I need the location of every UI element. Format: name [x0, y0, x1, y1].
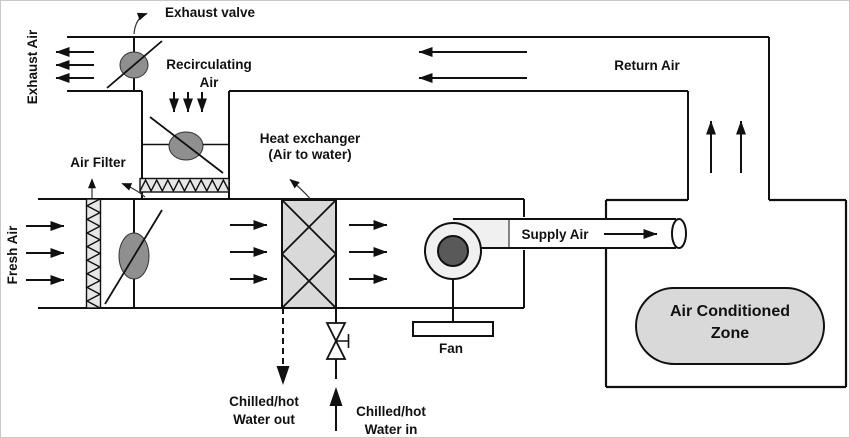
zone-line2: Zone	[710, 325, 750, 342]
conditioned-air-arrows	[349, 220, 388, 284]
return-up-arrows	[706, 120, 746, 173]
exhaust-flow-arrows	[55, 47, 94, 83]
exhaust-valve-leader	[133, 12, 148, 35]
fresh-air-arrows	[26, 221, 65, 285]
water-in-line2: Water in	[364, 422, 418, 437]
room-outline	[604, 198, 848, 389]
heat-exchanger-line2: (Air to water)	[268, 147, 352, 162]
water-valve	[325, 322, 350, 360]
recirculating-damper	[142, 116, 229, 174]
water-out-line1: Chilled/hot	[229, 394, 299, 409]
heat-exchanger-line1: Heat exchanger	[259, 131, 361, 146]
label-supply-air: Supply Air	[509, 226, 601, 244]
heat-exchanger-leader	[289, 179, 311, 199]
duct-lines	[38, 36, 770, 309]
label-air-filter: Air Filter	[48, 154, 148, 172]
recirculating-down-arrows	[169, 92, 207, 113]
label-recirculating-air: Recirculating Air	[151, 56, 267, 92]
label-return-air: Return Air	[597, 57, 697, 75]
air-filter-vertical	[85, 198, 102, 309]
exhaust-valve-text: Exhaust valve	[165, 5, 256, 20]
heat-exchanger-coil	[281, 199, 337, 309]
exhaust-air-text: Exhaust Air	[25, 29, 40, 105]
air-filter-text: Air Filter	[70, 155, 126, 170]
air-conditioned-zone-shape	[635, 287, 825, 365]
recirculating-air-line1: Recirculating	[166, 57, 252, 72]
label-fan: Fan	[421, 340, 481, 358]
label-air-conditioned-zone: Air Conditioned Zone	[640, 301, 820, 345]
zone-line1: Air Conditioned	[670, 303, 790, 320]
fresh-air-damper	[104, 199, 163, 308]
fan-unit	[412, 222, 494, 337]
label-exhaust-valve: Exhaust valve	[165, 4, 285, 22]
label-chilled-water-in: Chilled/hot Water in	[341, 403, 441, 437]
exhaust-valve-damper	[106, 37, 163, 91]
water-out-line2: Water out	[233, 412, 295, 427]
label-fresh-air: Fresh Air	[4, 215, 22, 295]
water-out-line	[276, 308, 290, 385]
label-exhaust-air: Exhaust Air	[24, 22, 42, 112]
supply-air-text: Supply Air	[521, 227, 589, 242]
label-heat-exchanger: Heat exchanger (Air to water)	[244, 131, 376, 163]
label-chilled-water-out: Chilled/hot Water out	[214, 393, 314, 429]
water-in-line1: Chilled/hot	[356, 404, 426, 419]
water-in-line	[329, 308, 343, 431]
fresh-air-text: Fresh Air	[5, 225, 20, 285]
mixed-air-arrows	[230, 220, 268, 284]
recirculating-air-line2: Air	[199, 75, 219, 90]
air-filter-leaders	[88, 178, 146, 198]
return-air-text: Return Air	[614, 58, 680, 73]
air-filter-horizontal	[139, 177, 230, 193]
fan-text: Fan	[438, 341, 463, 356]
return-air-arrows	[418, 47, 527, 83]
